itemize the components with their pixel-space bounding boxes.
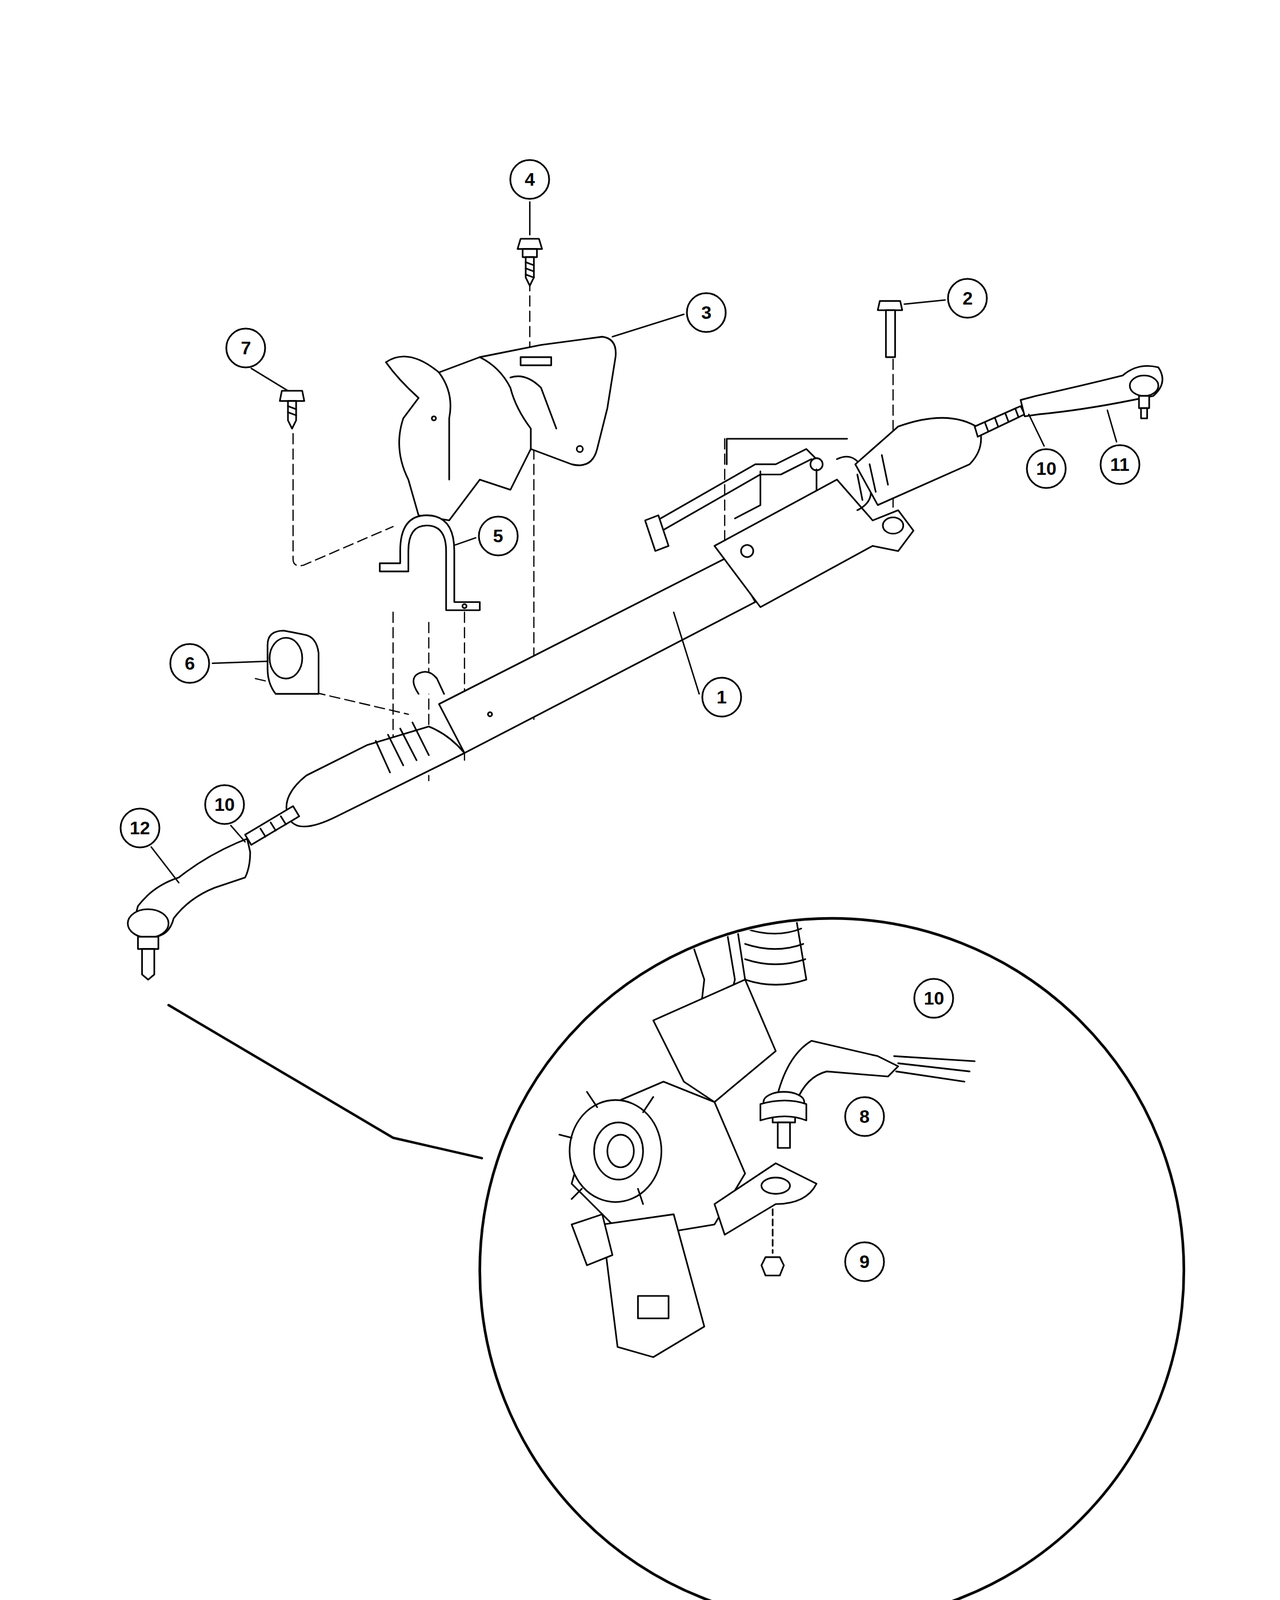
callout-circle-outline <box>226 328 266 368</box>
rack-clamp <box>380 515 480 611</box>
heat-shield <box>385 336 616 520</box>
callout-number: 9 <box>844 1241 886 1283</box>
callout-number: 12 <box>119 807 161 849</box>
callout-circle-outline <box>702 677 742 717</box>
callout-text: 4 <box>524 170 535 189</box>
steering-rack <box>128 365 1163 980</box>
callout-number: 6 <box>169 642 211 684</box>
callout-number: 7 <box>225 327 267 369</box>
callout-text: 10 <box>214 795 235 814</box>
callout-text: 11 <box>1110 455 1130 474</box>
callout-number: 1 <box>701 676 743 718</box>
bolt <box>517 238 543 286</box>
callout-text: 5 <box>493 526 504 546</box>
callout-number: 5 <box>477 515 519 557</box>
callout-text: 10 <box>1036 459 1057 478</box>
callout-circle-outline <box>170 644 210 683</box>
callout-text: 2 <box>962 289 973 308</box>
detail-inset <box>480 918 1184 1600</box>
callout-number: 10 <box>1025 448 1067 490</box>
callout-text: 3 <box>701 303 712 322</box>
callout-circle-outline <box>205 785 244 824</box>
callout-number: 2 <box>946 277 988 319</box>
callout-circle-outline <box>1026 449 1066 488</box>
callout-text: 8 <box>859 1107 870 1126</box>
callout-number: 8 <box>844 1096 886 1138</box>
callout-circle-outline <box>845 1097 884 1136</box>
callout-circle-outline <box>478 516 518 556</box>
callout-circle-outline <box>845 1242 884 1282</box>
callout-circle-outline <box>948 278 987 318</box>
callout-number: 4 <box>509 158 551 200</box>
callout-text: 7 <box>241 338 252 358</box>
callout-circle-outline <box>1100 445 1140 484</box>
screw <box>280 390 305 429</box>
callout-circle-outline <box>686 293 726 332</box>
callout-text: 1 <box>716 688 727 707</box>
bolt <box>877 301 903 358</box>
callout-number: 10 <box>204 784 246 826</box>
callout-text: 12 <box>129 818 151 838</box>
callout-circle-outline <box>914 978 954 1018</box>
knuckle-detail <box>559 913 975 1358</box>
callout-circle-outline <box>510 160 550 199</box>
callout-text: 10 <box>924 989 945 1008</box>
callout-text: 9 <box>859 1252 870 1271</box>
callout-number: 3 <box>685 292 727 334</box>
callout-number: 11 <box>1099 444 1141 486</box>
bushing <box>267 630 319 695</box>
callout-text: 6 <box>184 654 195 673</box>
callout-number: 10 <box>913 977 955 1019</box>
callout-circle-outline <box>120 808 160 848</box>
